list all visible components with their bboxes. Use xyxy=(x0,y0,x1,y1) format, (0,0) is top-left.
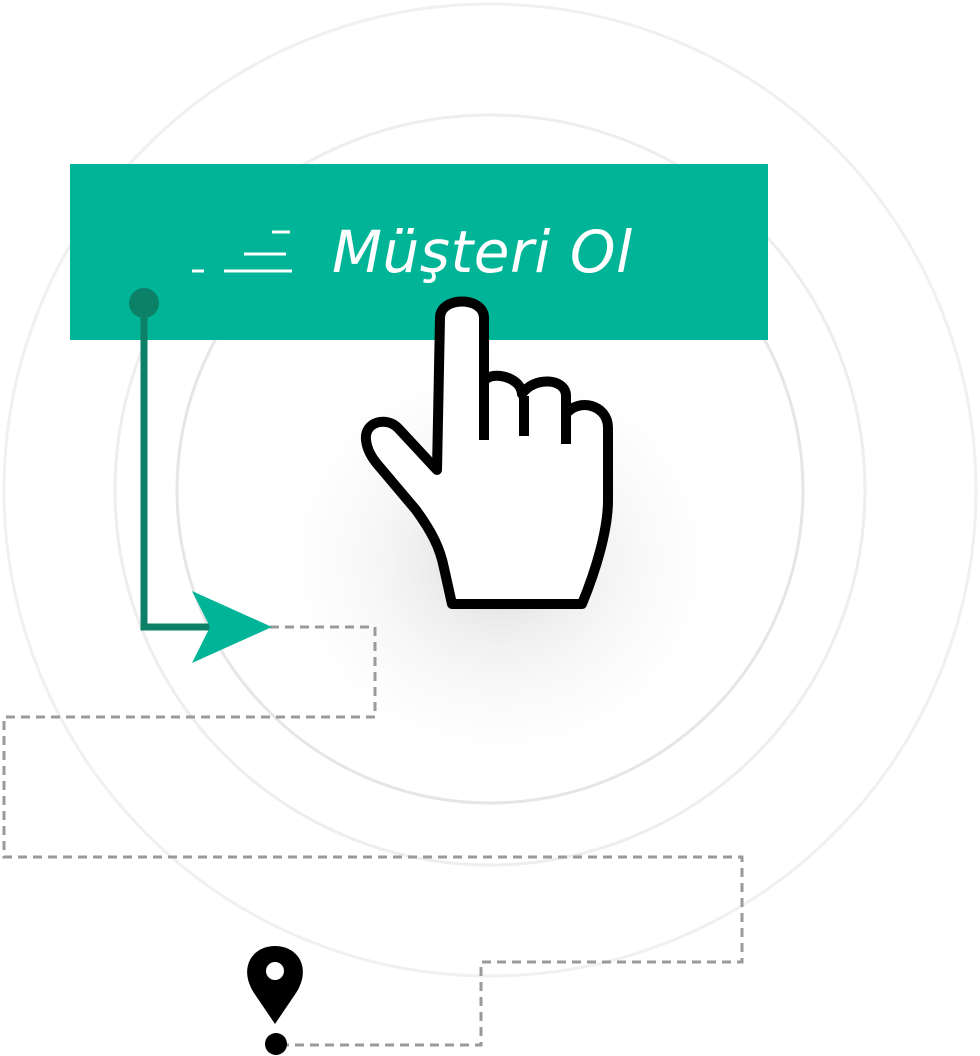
connector-line xyxy=(140,303,212,631)
arrow-head-icon xyxy=(192,591,272,663)
cta-banner-button[interactable]: Müşteri Ol xyxy=(70,164,768,340)
pin-hole xyxy=(266,962,284,980)
hand-outline xyxy=(361,296,613,609)
hand-shadow xyxy=(250,330,750,790)
pin-dot xyxy=(265,1033,287,1055)
cta-label: Müşteri Ol xyxy=(332,218,633,286)
ring-outer xyxy=(2,2,978,978)
route-line xyxy=(2,625,744,1047)
speed-lines-icon xyxy=(192,230,292,273)
pin-body xyxy=(247,946,303,1024)
